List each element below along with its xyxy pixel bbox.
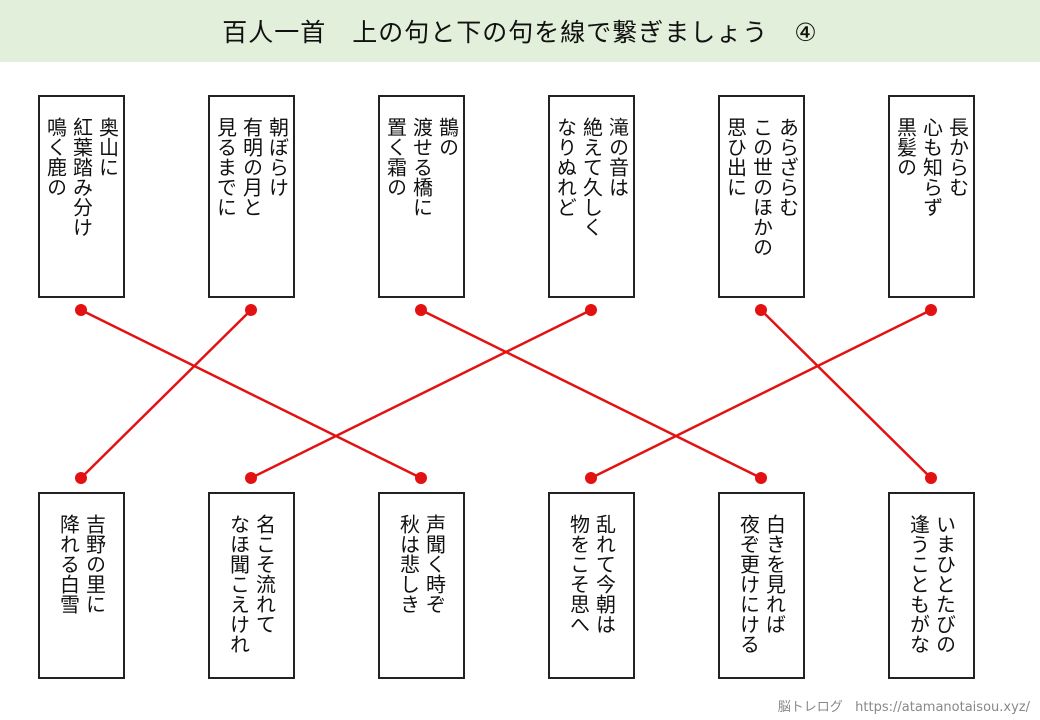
bottom-card-5[interactable]: いまひとたびの逢うこともがな xyxy=(888,492,975,679)
top-card-4[interactable]: あらざらむこの世のほかの思ひ出に xyxy=(718,95,805,298)
footer: 脳トレログ https://atamanotaisou.xyz/ xyxy=(778,696,1030,715)
bottom-dot-2[interactable] xyxy=(415,472,427,484)
card-line: いまひとたびの xyxy=(932,514,957,654)
card-line: 朝ぼらけ xyxy=(265,117,290,197)
card-line: 見るまでに xyxy=(213,117,238,217)
card-line: 長からむ xyxy=(945,117,970,197)
match-line xyxy=(760,309,932,479)
card-line: 名こそ流れて xyxy=(252,514,277,634)
card-line: あらざらむ xyxy=(775,117,800,217)
bottom-dot-0[interactable] xyxy=(75,472,87,484)
top-dot-3[interactable] xyxy=(585,304,597,316)
bottom-dot-5[interactable] xyxy=(925,472,937,484)
card-text: 滝の音は絶えて久しくなりぬれど xyxy=(553,117,631,296)
bottom-card-3[interactable]: 乱れて今朝は物をこそ思へ xyxy=(548,492,635,679)
top-dot-4[interactable] xyxy=(755,304,767,316)
card-text: 長からむ心も知らず黒髪の xyxy=(893,117,971,296)
card-line: 絶えて久しく xyxy=(579,117,604,237)
card-text: いまひとたびの逢うこともがな xyxy=(906,514,958,677)
card-text: 白きを見れば夜ぞ更けにける xyxy=(736,514,788,677)
bottom-card-1[interactable]: 名こそ流れてなほ聞こえけれ xyxy=(208,492,295,679)
card-line: なほ聞こえけれ xyxy=(226,514,251,654)
card-line: 降れる白雪 xyxy=(56,514,81,614)
match-line xyxy=(80,308,422,480)
card-line: 置く霜の xyxy=(383,117,408,197)
card-line: 物をこそ思へ xyxy=(566,514,591,634)
top-dot-1[interactable] xyxy=(245,304,257,316)
card-line: 渡せる橋に xyxy=(409,117,434,217)
card-text: 鵲の渡せる橋に置く霜の xyxy=(383,117,461,296)
card-text: 朝ぼらけ有明の月と見るまでに xyxy=(213,117,291,296)
top-dot-0[interactable] xyxy=(75,304,87,316)
card-text: 吉野の里に降れる白雪 xyxy=(56,514,108,677)
footer-brand: 脳トレログ xyxy=(777,700,843,715)
card-text: 名こそ流れてなほ聞こえけれ xyxy=(226,514,278,677)
card-line: 鳴く鹿の xyxy=(43,117,68,197)
bottom-card-0[interactable]: 吉野の里に降れる白雪 xyxy=(38,492,125,679)
card-line: 白きを見れば xyxy=(762,514,787,634)
card-line: なりぬれど xyxy=(553,117,578,217)
card-line: 心も知らず xyxy=(919,117,944,217)
top-card-5[interactable]: 長からむ心も知らず黒髪の xyxy=(888,95,975,298)
bottom-card-4[interactable]: 白きを見れば夜ぞ更けにける xyxy=(718,492,805,679)
card-line: 有明の月と xyxy=(239,117,264,217)
bottom-dot-4[interactable] xyxy=(755,472,767,484)
card-line: 思ひ出に xyxy=(723,117,748,197)
match-line xyxy=(590,308,932,480)
card-line: 鵲の xyxy=(435,117,460,157)
match-line xyxy=(80,309,252,479)
page-title: 百人一首 上の句と下の句を線で繋ぎましょう ④ xyxy=(222,18,818,47)
card-text: あらざらむこの世のほかの思ひ出に xyxy=(723,117,801,296)
bottom-card-2[interactable]: 声聞く時ぞ秋は悲しき xyxy=(378,492,465,679)
card-line: 吉野の里に xyxy=(82,514,107,614)
card-line: 乱れて今朝は xyxy=(592,514,617,634)
top-card-1[interactable]: 朝ぼらけ有明の月と見るまでに xyxy=(208,95,295,298)
card-line: 滝の音は xyxy=(605,117,630,197)
card-line: この世のほかの xyxy=(749,117,774,257)
match-line xyxy=(250,308,592,480)
title-bar: 百人一首 上の句と下の句を線で繋ぎましょう ④ xyxy=(0,0,1040,62)
card-line: 黒髪の xyxy=(893,117,918,177)
top-dot-2[interactable] xyxy=(415,304,427,316)
card-line: 逢うこともがな xyxy=(906,514,931,654)
top-card-3[interactable]: 滝の音は絶えて久しくなりぬれど xyxy=(548,95,635,298)
card-line: 声聞く時ぞ xyxy=(422,514,447,614)
card-text: 乱れて今朝は物をこそ思へ xyxy=(566,514,618,677)
top-card-0[interactable]: 奥山に紅葉踏み分け鳴く鹿の xyxy=(38,95,125,298)
top-card-2[interactable]: 鵲の渡せる橋に置く霜の xyxy=(378,95,465,298)
card-line: 秋は悲しき xyxy=(396,514,421,614)
card-text: 奥山に紅葉踏み分け鳴く鹿の xyxy=(43,117,121,296)
card-line: 夜ぞ更けにける xyxy=(736,514,761,654)
card-text: 声聞く時ぞ秋は悲しき xyxy=(396,514,448,677)
bottom-dot-1[interactable] xyxy=(245,472,257,484)
top-dot-5[interactable] xyxy=(925,304,937,316)
bottom-dot-3[interactable] xyxy=(585,472,597,484)
card-line: 奥山に xyxy=(95,117,120,177)
match-line xyxy=(420,308,762,480)
footer-url[interactable]: https://atamanotaisou.xyz/ xyxy=(855,700,1030,715)
card-line: 紅葉踏み分け xyxy=(69,117,94,237)
